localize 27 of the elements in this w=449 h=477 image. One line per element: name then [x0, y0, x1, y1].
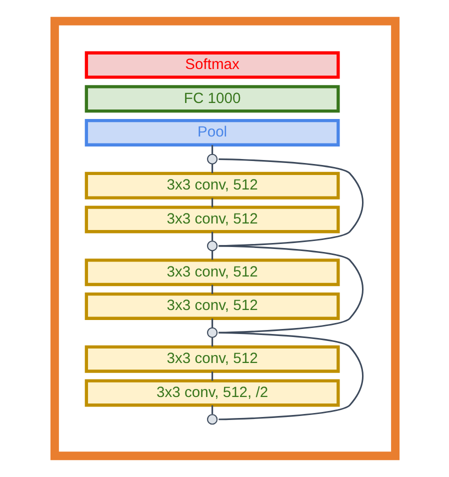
connector	[211, 338, 213, 347]
connector	[211, 372, 213, 381]
node-circle	[206, 327, 218, 338]
connector	[211, 232, 213, 241]
node-box: 3x3 conv, 512	[84, 345, 340, 373]
node-box: 3x3 conv, 512	[84, 292, 340, 320]
node-circle	[206, 154, 218, 164]
node-box: Softmax	[84, 51, 340, 79]
node-box: 3x3 conv, 512	[84, 206, 340, 234]
node-box: FC 1000	[84, 85, 340, 113]
node-box: 3x3 conv, 512	[84, 172, 340, 200]
node-box: 3x3 conv, 512	[84, 258, 340, 286]
connector	[211, 405, 213, 414]
node-circle	[206, 414, 218, 425]
connector	[218, 332, 363, 420]
cluster	[50, 16, 400, 460]
connector	[211, 318, 213, 328]
node-box: 3x3 conv, 512, /2	[84, 379, 340, 407]
connector	[211, 198, 213, 208]
connector	[211, 164, 213, 174]
connector	[218, 245, 363, 334]
node-box: Pool	[84, 118, 340, 146]
node-circle	[206, 240, 218, 252]
connector	[211, 250, 213, 260]
connector	[211, 145, 213, 154]
connector	[211, 284, 213, 294]
connector	[218, 158, 363, 247]
